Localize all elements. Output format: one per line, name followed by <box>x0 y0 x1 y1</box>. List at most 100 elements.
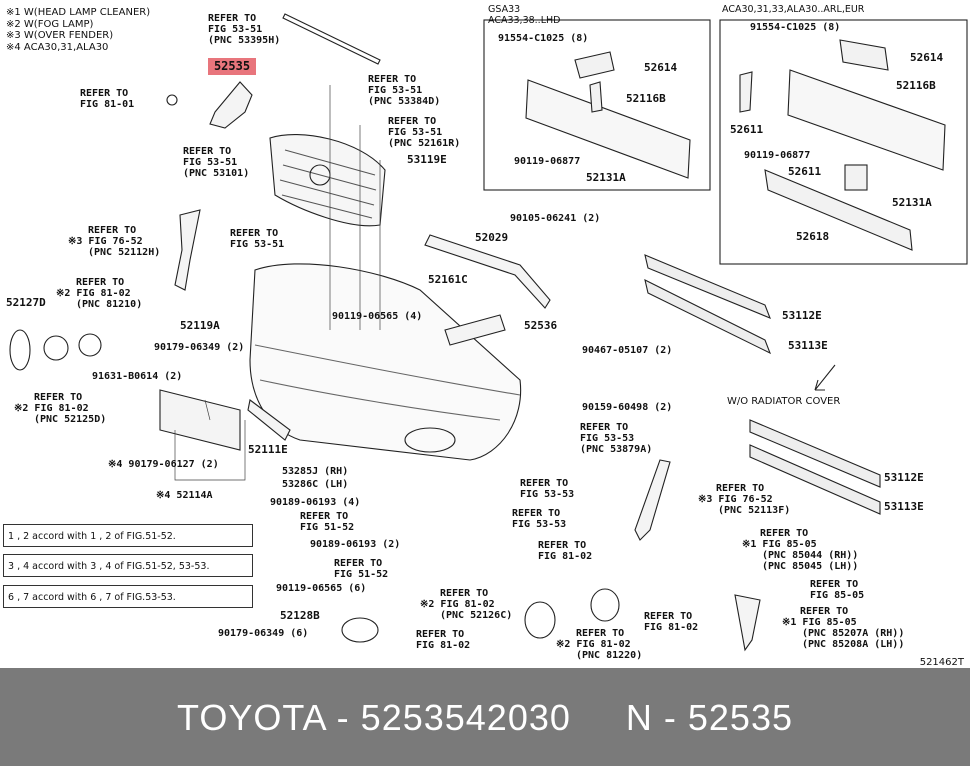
bumper-cover <box>249 263 522 461</box>
ref-line: FIG 51-52 <box>334 569 389 580</box>
lhd-52116b[interactable]: 52116B <box>626 92 666 105</box>
ref-53-53-a[interactable]: REFER TO FIG 53-53 <box>520 478 574 500</box>
part-52119a[interactable]: 52119A <box>180 319 220 332</box>
part-52536 <box>444 314 506 346</box>
part-53286c[interactable]: 53286C (LH) <box>282 479 349 490</box>
ref-line: (PNC 85207A (RH)) <box>802 628 905 639</box>
eur-52614[interactable]: 52614 <box>910 51 944 64</box>
ref-52112h[interactable]: REFER TO ※3 FIG 76-52 (PNC 52112H) <box>68 225 160 258</box>
ref-85-05[interactable]: REFER TO FIG 85-05 <box>810 579 864 601</box>
ref-52125d[interactable]: REFER TO ※2 FIG 81-02 (PNC 52125D) <box>14 392 106 425</box>
ref-line: REFER TO <box>368 74 417 85</box>
part-90189-06193-2[interactable]: 90189-06193 (2) <box>310 539 401 550</box>
ref-81220[interactable]: REFER TO ※2 FIG 81-02 (PNC 81220) <box>556 628 642 661</box>
eur-52131a[interactable]: 52131A <box>892 196 932 209</box>
ref-52126c[interactable]: REFER TO ※2 FIG 81-02 (PNC 52126C) <box>420 588 512 621</box>
eur-52611[interactable]: 52611 <box>730 123 764 136</box>
ref-81-01[interactable]: REFER TO FIG 81-01 <box>80 88 134 110</box>
part-53112e[interactable]: 53112E <box>782 309 822 322</box>
part-52536[interactable]: 52536 <box>524 319 558 332</box>
ref-line: (PNC 81210) <box>76 299 143 310</box>
ref-53384d[interactable]: REFER TO FIG 53-51 (PNC 53384D) <box>368 74 440 107</box>
ref-line: REFER TO <box>388 116 437 127</box>
ref-52113f[interactable]: REFER TO ※3 FIG 76-52 (PNC 52113F) <box>698 483 790 516</box>
ref-line: (PNC 53384D) <box>368 96 441 107</box>
eur-52618[interactable]: 52618 <box>796 230 830 243</box>
part-53113e[interactable]: 53113E <box>788 339 828 352</box>
ref-line: FIG 53-51 <box>208 24 263 35</box>
part-53285j[interactable]: 53285J (RH) <box>282 466 349 477</box>
ref-85044[interactable]: REFER TO ※1 FIG 85-05 (PNC 85044 (RH)) (… <box>742 528 858 572</box>
part-52127d[interactable]: 52127D <box>6 296 46 309</box>
ref-53395h[interactable]: REFER TO FIG 53-51 (PNC 53395H) <box>208 13 280 46</box>
part-53119e[interactable]: 53119E <box>407 153 447 166</box>
ref-85207a[interactable]: REFER TO ※1 FIG 85-05 (PNC 85207A (RH)) … <box>782 606 904 650</box>
note-box: 3 , 4 accord with 3 , 4 of FIG.51-52, 53… <box>3 554 253 577</box>
ref-line: REFER TO <box>520 478 569 489</box>
lower-grille-53112e <box>644 254 771 319</box>
eur-52116b[interactable]: 52116B <box>896 79 936 92</box>
ref-line: (PNC 85208A (LH)) <box>802 639 905 650</box>
ref-line: REFER TO <box>208 13 257 24</box>
ref-81-02-a[interactable]: REFER TO FIG 81-02 <box>538 540 592 562</box>
ref-line: REFER TO <box>34 392 83 403</box>
footer-bar: TOYOTA - 5253542030 N - 52535 <box>0 668 970 766</box>
inset-title-line: GSA33 <box>488 4 521 15</box>
ref-line: REFER TO <box>416 629 465 640</box>
license-bracket <box>159 389 241 451</box>
lhd-52131a[interactable]: 52131A <box>586 171 626 184</box>
part-90179-06127[interactable]: ※4 90179-06127 (2) <box>108 459 219 470</box>
eur-91554-c1025[interactable]: 91554-C1025 (8) <box>750 22 841 33</box>
ref-line: REFER TO <box>80 88 129 99</box>
part-53113e-wo-cover[interactable]: 53113E <box>884 500 924 513</box>
ref-52161r[interactable]: REFER TO FIG 53-51 (PNC 52161R) <box>388 116 460 149</box>
ref-51-52-b[interactable]: REFER TO FIG 51-52 <box>334 558 388 580</box>
ref-81210[interactable]: REFER TO ※2 FIG 81-02 (PNC 81210) <box>56 277 142 310</box>
part-52161c[interactable]: 52161C <box>428 273 468 286</box>
inset-box-lhd <box>483 19 711 191</box>
ref-line: REFER TO <box>88 225 137 236</box>
figure-number: 521462T <box>919 657 964 668</box>
part-90159-60498[interactable]: 90159-60498 (2) <box>582 402 673 413</box>
part-90189-06193-4[interactable]: 90189-06193 (4) <box>270 497 361 508</box>
part-90179-06349-6[interactable]: 90179-06349 (6) <box>218 628 309 639</box>
part-90119-06565-4[interactable]: 90119-06565 (4) <box>332 311 423 322</box>
upper-molding <box>282 13 381 65</box>
lhd-52614[interactable]: 52614 <box>644 61 678 74</box>
part-90467-05107[interactable]: 90467-05107 (2) <box>582 345 673 356</box>
ref-53101[interactable]: REFER TO FIG 53-51 (PNC 53101) <box>183 146 249 179</box>
part-52114a[interactable]: ※4 52114A <box>156 490 213 501</box>
legend-item: ※3 W(OVER FENDER) <box>6 30 114 41</box>
ref-line: (PNC 85044 (RH)) <box>762 550 859 561</box>
lhd-90119-06877[interactable]: 90119-06877 <box>514 156 581 167</box>
ref-line: REFER TO <box>440 588 489 599</box>
ref-line: REFER TO <box>576 628 625 639</box>
part-91631-b0614[interactable]: 91631-B0614 (2) <box>92 371 183 382</box>
ref-81-02-c[interactable]: REFER TO FIG 81-02 <box>644 611 698 633</box>
ref-line: ※1 FIG 85-05 <box>742 539 817 550</box>
ref-53-53-b[interactable]: REFER TO FIG 53-53 <box>512 508 566 530</box>
part-90105-06241[interactable]: 90105-06241 (2) <box>510 213 601 224</box>
ref-81-02-b[interactable]: REFER TO FIG 81-02 <box>416 629 470 651</box>
eur-90119-06877[interactable]: 90119-06877 <box>744 150 811 161</box>
part-90179-06349-2[interactable]: 90179-06349 (2) <box>154 342 245 353</box>
eur-52611-b[interactable]: 52611 <box>788 165 822 178</box>
ref-line: REFER TO <box>230 228 279 239</box>
lhd-91554-c1025[interactable]: 91554-C1025 (8) <box>498 33 589 44</box>
ref-53-51[interactable]: REFER TO FIG 53-51 <box>230 228 284 250</box>
part-90119-06565-6[interactable]: 90119-06565 (6) <box>276 583 367 594</box>
ref-line: FIG 81-02 <box>538 551 593 562</box>
ref-53879a[interactable]: REFER TO FIG 53-53 (PNC 53879A) <box>580 422 652 455</box>
ref-line: REFER TO <box>512 508 561 519</box>
part-53112e-wo-cover[interactable]: 53112E <box>884 471 924 484</box>
part-52111e[interactable]: 52111E <box>248 443 288 456</box>
part-52128b[interactable]: 52128B <box>280 609 320 622</box>
absorber-52618 <box>764 169 913 251</box>
ref-51-52-a[interactable]: REFER TO FIG 51-52 <box>300 511 354 533</box>
bracket-52535 <box>209 81 253 129</box>
ref-line: REFER TO <box>300 511 349 522</box>
ref-line: REFER TO <box>810 579 859 590</box>
highlighted-part-number[interactable]: 52535 <box>208 58 256 75</box>
part-52029[interactable]: 52029 <box>475 231 509 244</box>
fog-lamp-bracket <box>524 601 556 639</box>
